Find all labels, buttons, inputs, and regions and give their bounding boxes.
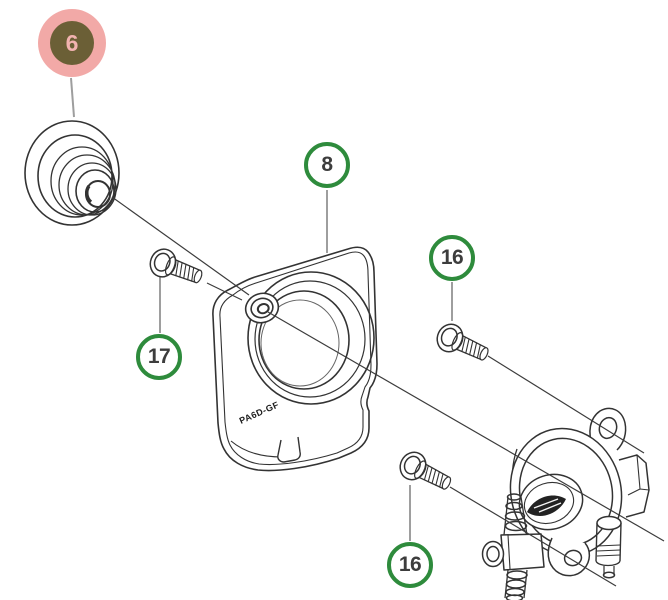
cover-outline — [212, 246, 378, 472]
oil-pump-drawing — [481, 407, 650, 600]
cover-hole-edge — [260, 299, 340, 387]
axis-screw-16-lower — [449, 486, 617, 587]
cap-opening-shadow — [84, 184, 93, 204]
cover-hole — [258, 290, 350, 390]
cap-part-drawing — [24, 120, 120, 226]
axis-cap-to-boss — [111, 196, 250, 296]
cover-inner-edge — [219, 251, 372, 466]
screw-16-lower-drawing — [394, 447, 457, 498]
cover-rim-inner — [254, 280, 366, 398]
pump-slot — [527, 495, 566, 516]
callout-17-label: 17 — [147, 345, 171, 368]
cover-rim-outer — [247, 271, 375, 405]
leader-callout-6 — [70, 77, 75, 118]
screw-17-drawing — [145, 244, 207, 292]
callout-17[interactable]: 17 — [136, 334, 182, 380]
cover-part-drawing: PA6D-GF — [212, 246, 378, 472]
callout-16-lower[interactable]: 16 — [387, 542, 433, 588]
cover-bottom-face-line — [230, 440, 283, 458]
callout-8-label: 8 — [321, 153, 333, 176]
callout-6-label: 6 — [65, 29, 79, 56]
callout-6[interactable]: 6 — [38, 9, 106, 77]
pump-plunger-cylinder — [595, 515, 622, 579]
callout-16-upper[interactable]: 16 — [429, 235, 475, 281]
cover-boss — [244, 292, 280, 324]
axis-boss-to-pump — [267, 311, 665, 542]
cover-tab — [277, 436, 301, 463]
callout-16-upper-label: 16 — [440, 246, 464, 269]
screw-16-upper-drawing — [432, 319, 494, 369]
callout-8[interactable]: 8 — [304, 142, 350, 188]
assembly-axis-lines — [111, 196, 665, 587]
pump-hose-barb-fitting — [481, 493, 545, 600]
axis-screw-17 — [206, 282, 243, 301]
callout-6-core: 6 — [50, 21, 94, 65]
pump-side-block — [618, 454, 650, 518]
callout-16-lower-label: 16 — [398, 553, 422, 576]
pump-bottom-ear-hole — [563, 549, 583, 567]
axis-screw-16-upper — [487, 355, 645, 454]
